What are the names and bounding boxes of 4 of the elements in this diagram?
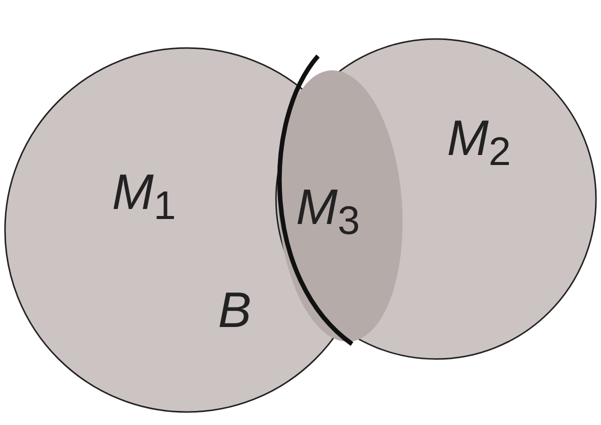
region-label: M$_{3}$ <box>296 182 360 241</box>
region-label: M$_{1}$ <box>112 167 176 226</box>
region-label: M$_{2}$ <box>447 113 511 172</box>
boundary-label: B <box>218 285 252 335</box>
